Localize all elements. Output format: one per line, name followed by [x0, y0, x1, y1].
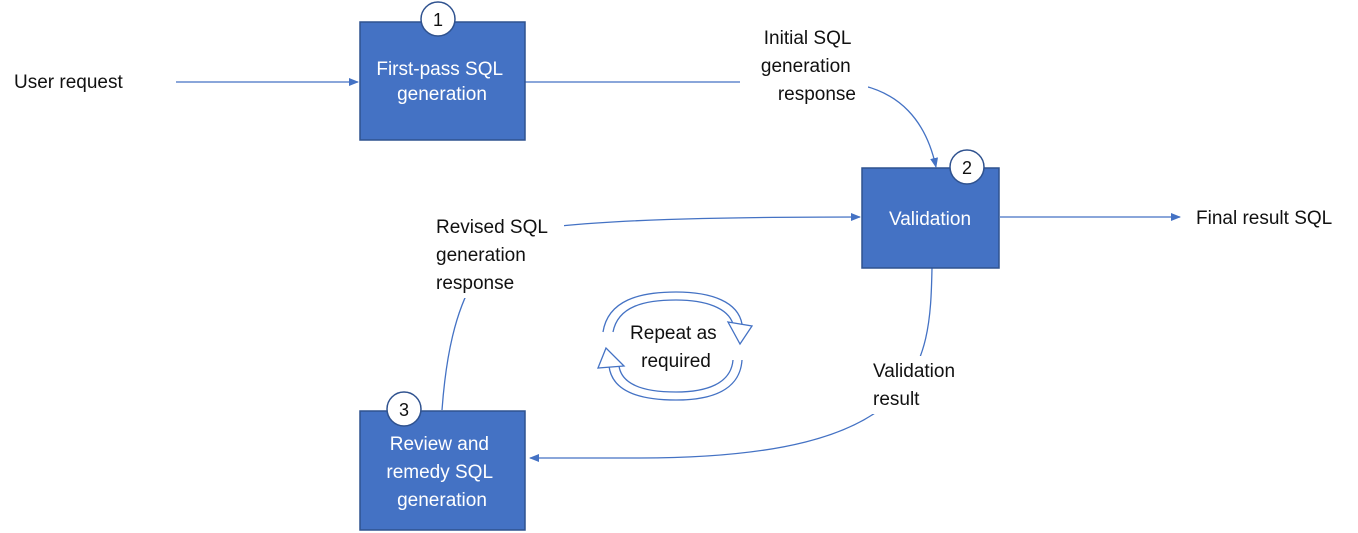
step2-badge: 2 [949, 149, 985, 185]
step1-box: First-pass SQL generation [359, 21, 526, 141]
step1-line2: generation [397, 84, 487, 105]
step1-line1: First-pass SQL [376, 59, 502, 80]
step3-line1: Review and [390, 434, 489, 455]
step3-number: 3 [399, 400, 409, 420]
step3-box: Review and remedy SQL generation [359, 410, 526, 531]
step2-line1: Validation [889, 209, 971, 230]
step2-number: 2 [962, 158, 972, 178]
step3-badge: 3 [386, 391, 422, 427]
svg-text:Review and remedy SQL: Review and remedy SQL generation [386, 434, 497, 511]
step1-badge: 1 [420, 1, 456, 37]
connectors [176, 78, 1181, 462]
repeat-label: Repeat as required [630, 323, 722, 372]
initial-response-label: Initial SQL generation response [761, 28, 856, 105]
circular-arrows-icon [597, 291, 754, 401]
final-result-label: Final result SQL [1196, 208, 1332, 229]
connector-step1-to-step2 [525, 81, 939, 168]
user-request-label: User request [14, 72, 123, 93]
validation-result-label: Validation result [873, 361, 960, 410]
step3-line3: generation [397, 490, 487, 511]
svg-text:First-pass SQL generatio: First-pass SQL generation [376, 59, 507, 105]
step2-box: Validation [861, 167, 1000, 269]
step1-number: 1 [433, 10, 443, 30]
revised-response-label: Revised SQL generation response [436, 217, 553, 294]
step3-line2: remedy SQL [386, 462, 492, 483]
